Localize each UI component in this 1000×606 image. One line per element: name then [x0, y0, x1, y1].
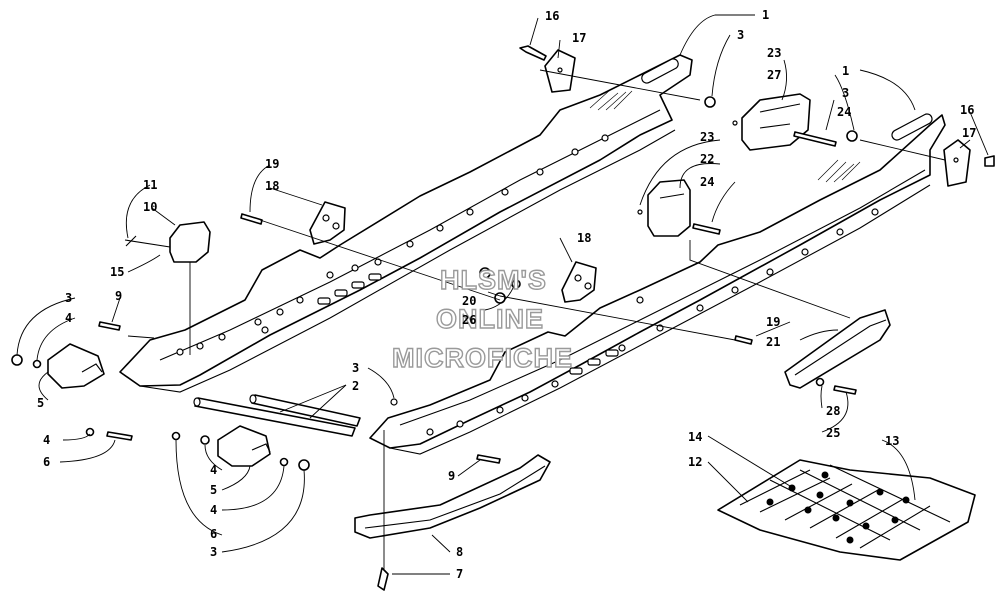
track-section [717, 459, 976, 561]
callout-label: 5 [210, 483, 217, 497]
callout-label: 15 [110, 265, 124, 279]
callout-label: 4 [65, 311, 72, 325]
callout-label: 28 [826, 404, 840, 418]
callout-label: 14 [688, 430, 702, 444]
bracket-rear-upper [544, 49, 576, 93]
callout-label: 24 [837, 105, 851, 119]
callout-label: 9 [448, 469, 455, 483]
bracket-rear-lower [943, 139, 971, 187]
callout-label: 4 [43, 433, 50, 447]
callout-label: 3 [842, 86, 849, 100]
callout-label: 22 [700, 152, 714, 166]
callout-label: 6 [43, 455, 50, 469]
slide-rail-upper [119, 54, 693, 393]
callout-label: 23 [767, 46, 781, 60]
callout-label: 3 [210, 545, 217, 559]
wear-bumper-center [217, 425, 271, 467]
bracket-mount-upper [309, 201, 346, 245]
slide-rail-lower [369, 113, 946, 455]
wear-bumper-left [47, 343, 105, 389]
cross-shafts [193, 394, 361, 437]
watermark-line-2: ONLINE [436, 304, 544, 334]
callout-label: 1 [762, 8, 769, 22]
callout-label: 21 [766, 335, 780, 349]
callout-label: 17 [962, 126, 976, 140]
callout-label: 7 [456, 567, 463, 581]
callout-label: 26 [462, 313, 476, 327]
callout-label: 25 [826, 426, 840, 440]
callout-label: 27 [767, 68, 781, 82]
callout-label: 3 [737, 28, 744, 42]
callout-label: 24 [700, 175, 714, 189]
callout-label: 16 [545, 9, 559, 23]
callout-label: 19 [265, 157, 279, 171]
callout-label: 12 [688, 455, 702, 469]
bracket-mount-lower [561, 261, 597, 303]
callout-label: 10 [143, 200, 157, 214]
callout-label: 17 [572, 31, 586, 45]
callout-label: 20 [462, 294, 476, 308]
callout-label: 18 [265, 179, 279, 193]
rail-extension [784, 309, 891, 389]
callout-label: 1 [842, 64, 849, 78]
callout-label: 4 [210, 463, 217, 477]
bumper-block-lower [647, 179, 691, 237]
callout-label: 18 [577, 231, 591, 245]
block-front [124, 221, 211, 263]
callout-label: 2 [352, 379, 359, 393]
callout-label: 8 [456, 545, 463, 559]
watermark-line-3: MICROFICHE [392, 343, 573, 373]
hardware [11, 45, 995, 591]
callout-label: 9 [115, 289, 122, 303]
callout-label: 3 [352, 361, 359, 375]
callout-label: 6 [210, 527, 217, 541]
callout-label: 23 [700, 130, 714, 144]
callout-label: 4 [210, 503, 217, 517]
leader-lines [16, 14, 989, 575]
callout-label: 13 [885, 434, 899, 448]
callout-label: 11 [143, 178, 157, 192]
callouts: 1 3 23 27 16 17 1 3 24 16 17 23 22 24 19… [37, 8, 976, 581]
callout-label: 3 [65, 291, 72, 305]
callout-label: 5 [37, 396, 44, 410]
bumper-block-upper [741, 93, 811, 151]
callout-label: 19 [766, 315, 780, 329]
wear-strip [354, 454, 551, 539]
watermark: HLSM'S ONLINE MICROFICHE [391, 264, 573, 373]
callout-label: 16 [960, 103, 974, 117]
watermark-line-1: HLSM'S [440, 265, 547, 295]
